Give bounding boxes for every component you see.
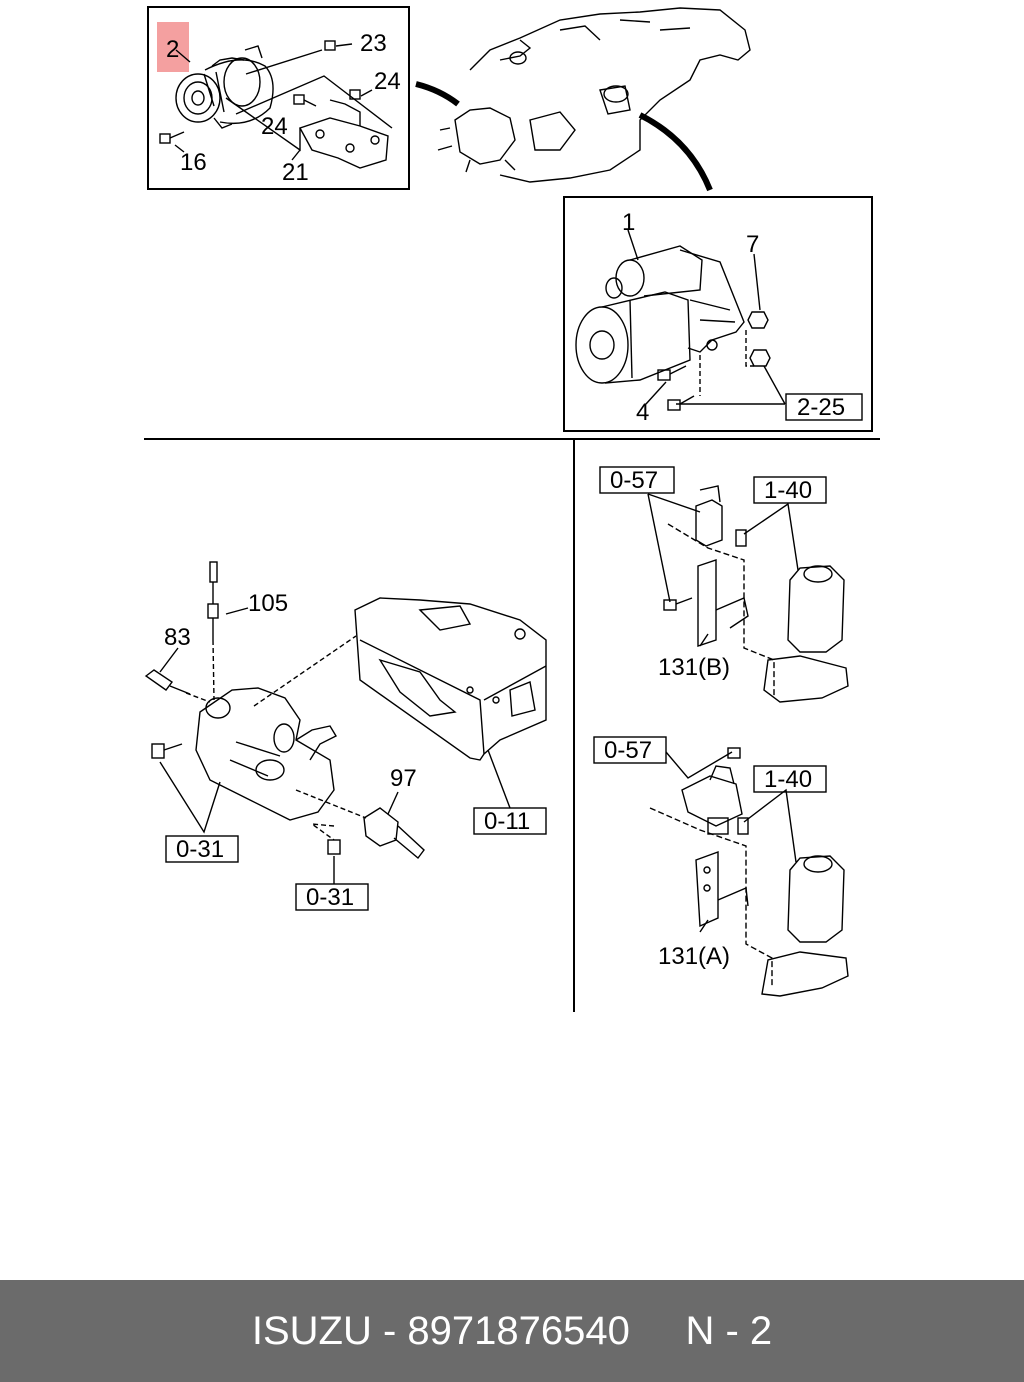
bolt-0-31-drawing (151, 743, 183, 759)
callout-0-57-bottom: 0-57 (604, 737, 652, 764)
callout-0-57-top: 0-57 (610, 467, 658, 494)
bolt-24-right-drawing (349, 89, 373, 100)
bolt-bottom-drawing (327, 839, 341, 855)
footer-spacer (630, 1309, 686, 1354)
ref-box-1-40-bottom (753, 765, 827, 793)
starter-inset-box (563, 196, 873, 432)
bolt-16-drawing (159, 131, 185, 153)
bolt-1-40-top-drawing (735, 529, 747, 547)
glow-plug-105-drawing (207, 561, 219, 640)
callout-16: 16 (180, 149, 207, 176)
callout-0-11: 0-11 (484, 808, 530, 835)
callout-105: 105 (248, 590, 288, 617)
cylinder-head-drawing (354, 597, 547, 761)
callout-24-right: 24 (374, 68, 401, 95)
callout-21: 21 (282, 159, 309, 186)
ref-box-2-25 (785, 393, 863, 421)
highlight-marker (157, 22, 189, 72)
footer-page-ref: N - 2 (685, 1308, 773, 1353)
pump-a-drawing (761, 855, 849, 997)
solenoid-a-drawing (681, 765, 743, 835)
parts-diagram: 2 23 24 24 16 21 1 7 4 2-25 105 83 97 0-… (144, 6, 880, 1012)
callout-24-left: 24 (261, 113, 288, 140)
ref-box-1-40-top (753, 476, 827, 504)
bolt-4-upper-drawing (657, 365, 687, 381)
sensor-83-drawing (144, 669, 191, 695)
callout-0-31-left: 0-31 (176, 836, 224, 863)
callout-97: 97 (390, 765, 417, 792)
callout-4: 4 (636, 399, 649, 426)
footer-bar: ISUZU - 8971876540 N - 2 (0, 1280, 1024, 1382)
pump-b-drawing (763, 565, 849, 703)
bolt-1-40-bottom-drawing (737, 817, 749, 835)
ref-box-0-57-bottom (593, 736, 667, 764)
callout-2: 2 (166, 36, 179, 63)
sensor-97-drawing (363, 807, 425, 860)
connector-arc-right (638, 112, 713, 192)
bolt-0-57-bottom-drawing (727, 747, 741, 759)
engine-overview-drawing (437, 7, 751, 183)
bolt-4-lower-drawing (667, 395, 695, 411)
alternator-drawing (175, 45, 274, 129)
footer-brand: ISUZU (251, 1308, 372, 1353)
callout-131a: 131(A) (658, 943, 730, 970)
alternator-bracket-drawing (298, 99, 389, 169)
callout-2-25: 2-25 (797, 394, 845, 421)
bolt-0-57-top-drawing (663, 597, 693, 611)
thermostat-housing-drawing (195, 687, 337, 821)
alternator-inset-box (147, 6, 410, 190)
ref-box-0-57-top (599, 466, 675, 494)
nut-7-drawing (747, 311, 769, 329)
footer-part-number: 8971876540 (407, 1308, 630, 1353)
callout-0-31-bottom: 0-31 (306, 884, 354, 911)
connector-arc-left (415, 81, 460, 107)
footer-separator: - (371, 1308, 408, 1353)
callout-7: 7 (746, 231, 759, 258)
callout-1-40-bottom: 1-40 (764, 766, 812, 793)
ref-box-0-31-left (165, 835, 239, 863)
ref-box-0-11 (473, 807, 547, 835)
bracket-131a-drawing (695, 851, 749, 928)
callout-1-40-top: 1-40 (764, 477, 812, 504)
nut-lower-drawing (749, 349, 771, 367)
callout-23: 23 (360, 30, 387, 57)
bolt-24-left-drawing (293, 94, 317, 107)
callout-131b: 131(B) (658, 654, 730, 681)
callout-1: 1 (622, 209, 635, 236)
starter-drawing (575, 245, 745, 384)
ref-box-0-31-bottom (295, 883, 369, 911)
bracket-131b-drawing (697, 559, 749, 647)
bolt-23-drawing (324, 40, 353, 51)
solenoid-b-drawing (695, 485, 723, 547)
callout-83: 83 (164, 624, 191, 651)
